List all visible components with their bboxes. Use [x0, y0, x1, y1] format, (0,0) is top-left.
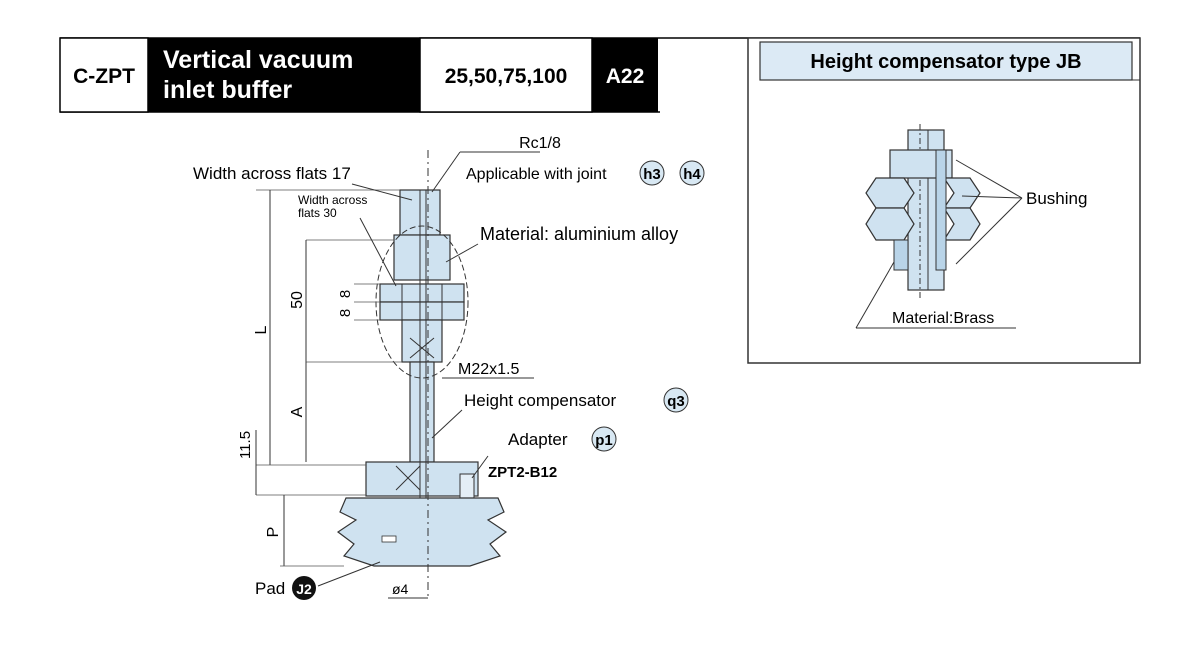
adapter-label: Adapter [508, 430, 568, 449]
hex-nut-lower [379, 301, 465, 321]
pad-bellows [336, 497, 508, 567]
detail-bushing-left [893, 239, 909, 271]
dim-label-8a: 8 [337, 290, 354, 298]
dim-label-50: 50 [289, 291, 306, 309]
variant-label: A22 [606, 65, 645, 88]
code-label: C-ZPT [73, 65, 135, 88]
pad-leader [317, 561, 381, 587]
bushing-label: Bushing [1026, 189, 1087, 208]
dim-label-P: P [265, 527, 282, 538]
detail-hex-nut-right-lower [942, 207, 981, 241]
diameter-label: ø4 [392, 581, 409, 597]
title-line-2: inlet buffer [163, 76, 292, 104]
dim-label-11-5: 11.5 [237, 431, 254, 459]
lower-body [401, 319, 443, 363]
pad-vent [381, 535, 397, 543]
joint-badge-1-circle [639, 160, 665, 186]
piston-rod [409, 361, 435, 463]
adapter-x-2 [395, 465, 421, 491]
bushing-leader-1 [955, 159, 1023, 199]
material-leader [855, 261, 895, 329]
adapter-body [365, 461, 479, 497]
detail-title-box [759, 41, 1133, 81]
material-label: Material: aluminium alloy [480, 224, 678, 244]
hex-nut-upper [379, 283, 465, 303]
height-comp-leader [431, 409, 463, 439]
pad-label: Pad [255, 579, 285, 598]
variant-cell [592, 38, 658, 112]
height-comp-badge-circle [663, 387, 689, 413]
detail-bushing-right [935, 149, 947, 271]
detail-hex-nut-lower [865, 207, 915, 241]
dim-label-A: A [289, 406, 306, 417]
header: C-ZPT Vertical vacuum inlet buffer 25,50… [59, 37, 1140, 113]
adapter-part-label: ZPT2-B12 [488, 464, 557, 481]
detail-title: Height compensator type JB [810, 51, 1081, 73]
width-flats-30-line-1: Width across [298, 193, 367, 207]
joint-label: Applicable with joint [466, 166, 607, 183]
adapter-badge: p1 [595, 432, 613, 449]
joint-badge-1: h3 [643, 166, 661, 183]
joint-badge-2-circle [679, 160, 705, 186]
strokes-cell [419, 37, 593, 113]
dim-label-L: L [253, 325, 270, 334]
width-flats-17-leader [351, 183, 413, 201]
width-flats-17-label: Width across flats 17 [193, 164, 351, 183]
bushing-leader-3 [955, 197, 1023, 265]
thread-m22-label: M22x1.5 [458, 361, 519, 378]
lower-body-x-2 [409, 337, 435, 359]
main-drawing: L 50 8 8 A 11.5 P Rc1/8 Applicable with … [193, 135, 705, 600]
dim-label-8b: 8 [337, 309, 354, 317]
width-flats-30-line-2: flats 30 [298, 206, 337, 220]
adapter-leader [471, 455, 489, 479]
height-comp-badge: q3 [667, 393, 685, 410]
title-line-1: Vertical vacuum [163, 46, 353, 74]
rc-leader [431, 151, 461, 193]
height-compensator-label: Height compensator [464, 391, 616, 410]
pad-badge: J2 [296, 581, 312, 597]
bushing-leader-2 [961, 195, 1023, 199]
pad-badge-circle [292, 576, 316, 600]
material-leader-main [445, 243, 479, 263]
code-cell [59, 37, 149, 113]
detail-hex-nut-upper [865, 177, 915, 209]
detail-view: Height compensator type JB Bushing Mater… [747, 37, 1141, 364]
upper-body [393, 234, 451, 281]
title-cell [148, 38, 420, 112]
width-flats-30-leader [359, 217, 397, 287]
detail-material-label: Material:Brass [892, 310, 994, 327]
adapter-badge-circle [591, 426, 617, 452]
thread-size-label: Rc1/8 [519, 135, 561, 152]
joint-badge-2: h4 [683, 166, 701, 183]
strokes-label: 25,50,75,100 [445, 65, 568, 88]
